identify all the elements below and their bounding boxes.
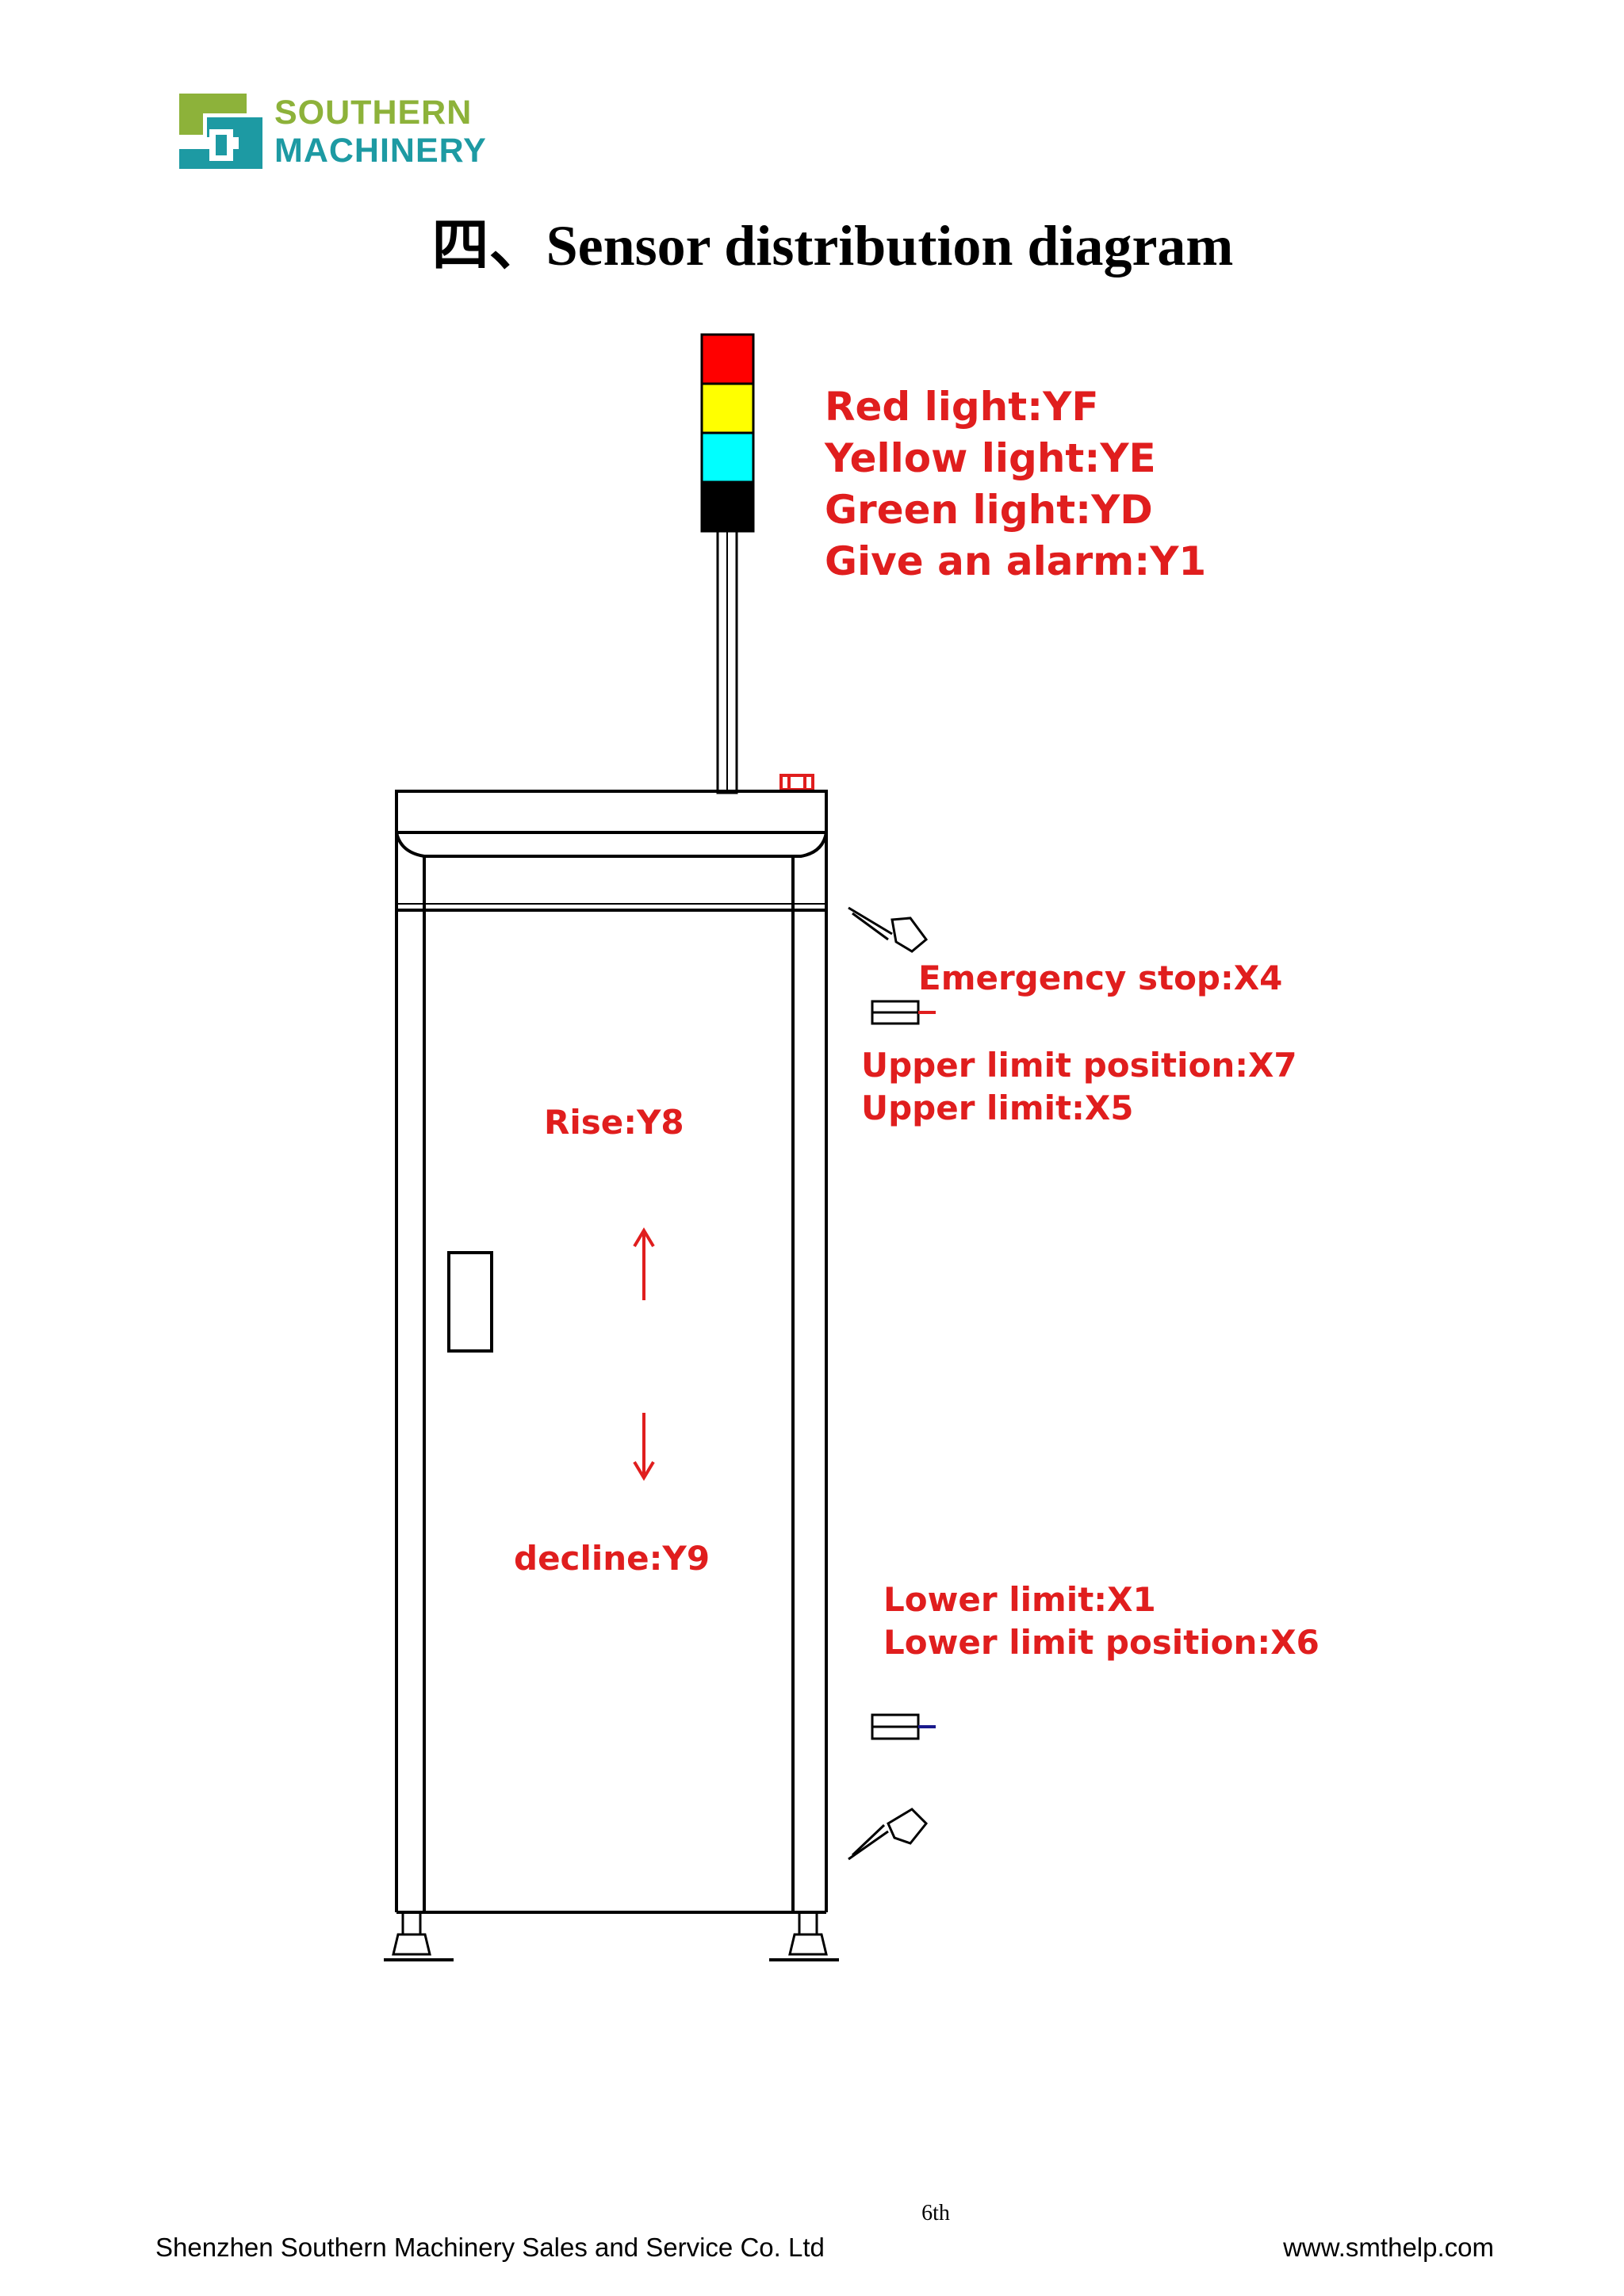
- emergency-stop-label: Emergency stop:X4: [918, 959, 1282, 997]
- page-number: 6th: [921, 2201, 950, 2225]
- down-arrow-icon: [633, 1413, 655, 1481]
- cabinet: [395, 790, 828, 1914]
- tower-light-yellow: [700, 382, 755, 434]
- tower-light: [700, 333, 755, 794]
- tower-light-cyan: [700, 431, 755, 484]
- upper-limit-label: Upper limit:X5: [861, 1089, 1134, 1127]
- upper-limit-position-label: Upper limit position:X7: [861, 1046, 1297, 1085]
- lower-limit-switch-icon: [848, 1808, 929, 1861]
- alarm-label: Give an alarm:Y1: [825, 538, 1206, 584]
- up-arrow-icon: [633, 1227, 655, 1300]
- lower-sensor-icon: [871, 1713, 936, 1740]
- rise-label: Rise:Y8: [544, 1103, 684, 1142]
- upper-sensor-icon: [871, 1000, 936, 1025]
- logo-line2: MACHINERY: [274, 132, 487, 170]
- lower-limit-label: Lower limit:X1: [883, 1580, 1156, 1619]
- emergency-stop-icon: [848, 906, 929, 953]
- cabinet-feet: [384, 1911, 839, 1961]
- green-light-label: Green light:YD: [825, 487, 1153, 533]
- footer-website[interactable]: www.smthelp.com: [1283, 2233, 1494, 2262]
- logo-line1: SOUTHERN: [274, 94, 473, 132]
- lower-limit-position-label: Lower limit position:X6: [883, 1623, 1320, 1662]
- footer-company: Shenzhen Southern Machinery Sales and Se…: [155, 2233, 825, 2262]
- tower-light-red: [700, 333, 755, 385]
- door-handle: [447, 1251, 493, 1353]
- yellow-light-label: Yellow light:YE: [824, 435, 1156, 481]
- tower-light-black: [700, 480, 755, 533]
- logo-mark-icon: [179, 94, 262, 169]
- page-title: 四、Sensor distribution diagram: [431, 214, 1234, 277]
- red-light-label: Red light:YF: [825, 384, 1099, 430]
- decline-label: decline:Y9: [514, 1539, 710, 1578]
- top-button-icon: [779, 774, 814, 791]
- company-logo: SOUTHERN MACHINERY: [171, 86, 488, 177]
